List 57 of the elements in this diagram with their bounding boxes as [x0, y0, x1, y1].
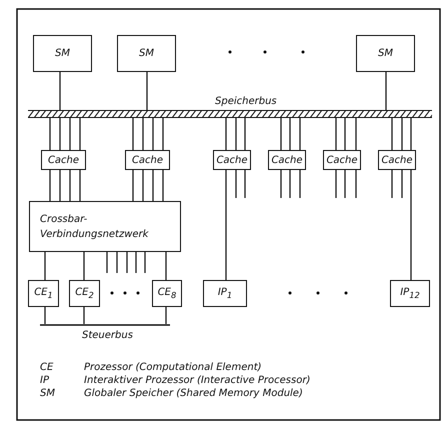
- component-box: [213, 150, 251, 170]
- network-box: [29, 201, 181, 252]
- connector-line: [59, 72, 61, 110]
- component-box: [378, 150, 416, 170]
- connector-line: [280, 117, 301, 151]
- connector-line: [83, 307, 85, 324]
- component-box: [125, 150, 170, 170]
- connector-line: [385, 72, 387, 110]
- abbreviation-definition: Prozessor (Computational Element): [84, 362, 262, 373]
- node-label: SM: [55, 48, 70, 59]
- node-label: IP$_{12}$: [400, 287, 420, 300]
- node-label: IP$_{1}$: [218, 287, 232, 300]
- component-box: [323, 150, 361, 170]
- connector-line: [391, 117, 412, 151]
- component-box: [356, 35, 415, 72]
- connector-line: [49, 169, 81, 202]
- connector-line: [335, 117, 357, 151]
- connector-line: [225, 170, 227, 280]
- component-box: [28, 280, 59, 307]
- node-label: Cache: [271, 154, 303, 166]
- node-label: SM: [139, 48, 154, 59]
- connector-line: [225, 117, 246, 151]
- component-box: [152, 280, 182, 307]
- connector-line: [49, 117, 81, 151]
- node-label: Cache: [381, 154, 413, 166]
- node-label: SM: [378, 48, 393, 59]
- abbreviation: CE: [40, 362, 54, 373]
- abbreviation-definition: Interaktiver Prozessor (Interactive Processor): [84, 375, 310, 386]
- node-label: Cache: [326, 154, 358, 166]
- bus-bar: [28, 110, 432, 118]
- node-label: CE$_{8}$: [158, 287, 176, 300]
- component-box: [33, 35, 92, 72]
- abbreviation: IP: [40, 375, 49, 386]
- bus-label: Steuerbus: [82, 330, 133, 341]
- component-box: [203, 280, 247, 307]
- connector-line: [165, 307, 167, 324]
- component-box: [69, 280, 100, 307]
- connector-line: [165, 252, 167, 280]
- node-label: Cache: [48, 154, 80, 166]
- component-box: [41, 150, 86, 170]
- node-label: Cache: [216, 154, 248, 166]
- component-box: [268, 150, 306, 170]
- node-label: CE$_{1}$: [34, 287, 53, 300]
- connector-line: [44, 307, 46, 324]
- connector-line: [410, 170, 412, 280]
- node-label: CE$_{2}$: [75, 287, 94, 300]
- component-box: [390, 280, 430, 307]
- connector-line: [83, 252, 85, 280]
- node-label: Crossbar- Verbindungsnetzwerk: [40, 212, 150, 242]
- abbreviation-definition: Globaler Speicher (Shared Memory Module): [84, 388, 303, 399]
- node-label: Cache: [132, 154, 164, 166]
- connector-line: [146, 72, 148, 110]
- component-box: [117, 35, 176, 72]
- connector-line: [132, 169, 164, 202]
- connector-line: [132, 117, 164, 151]
- connector-line: [44, 252, 46, 280]
- abbreviation: SM: [40, 388, 55, 399]
